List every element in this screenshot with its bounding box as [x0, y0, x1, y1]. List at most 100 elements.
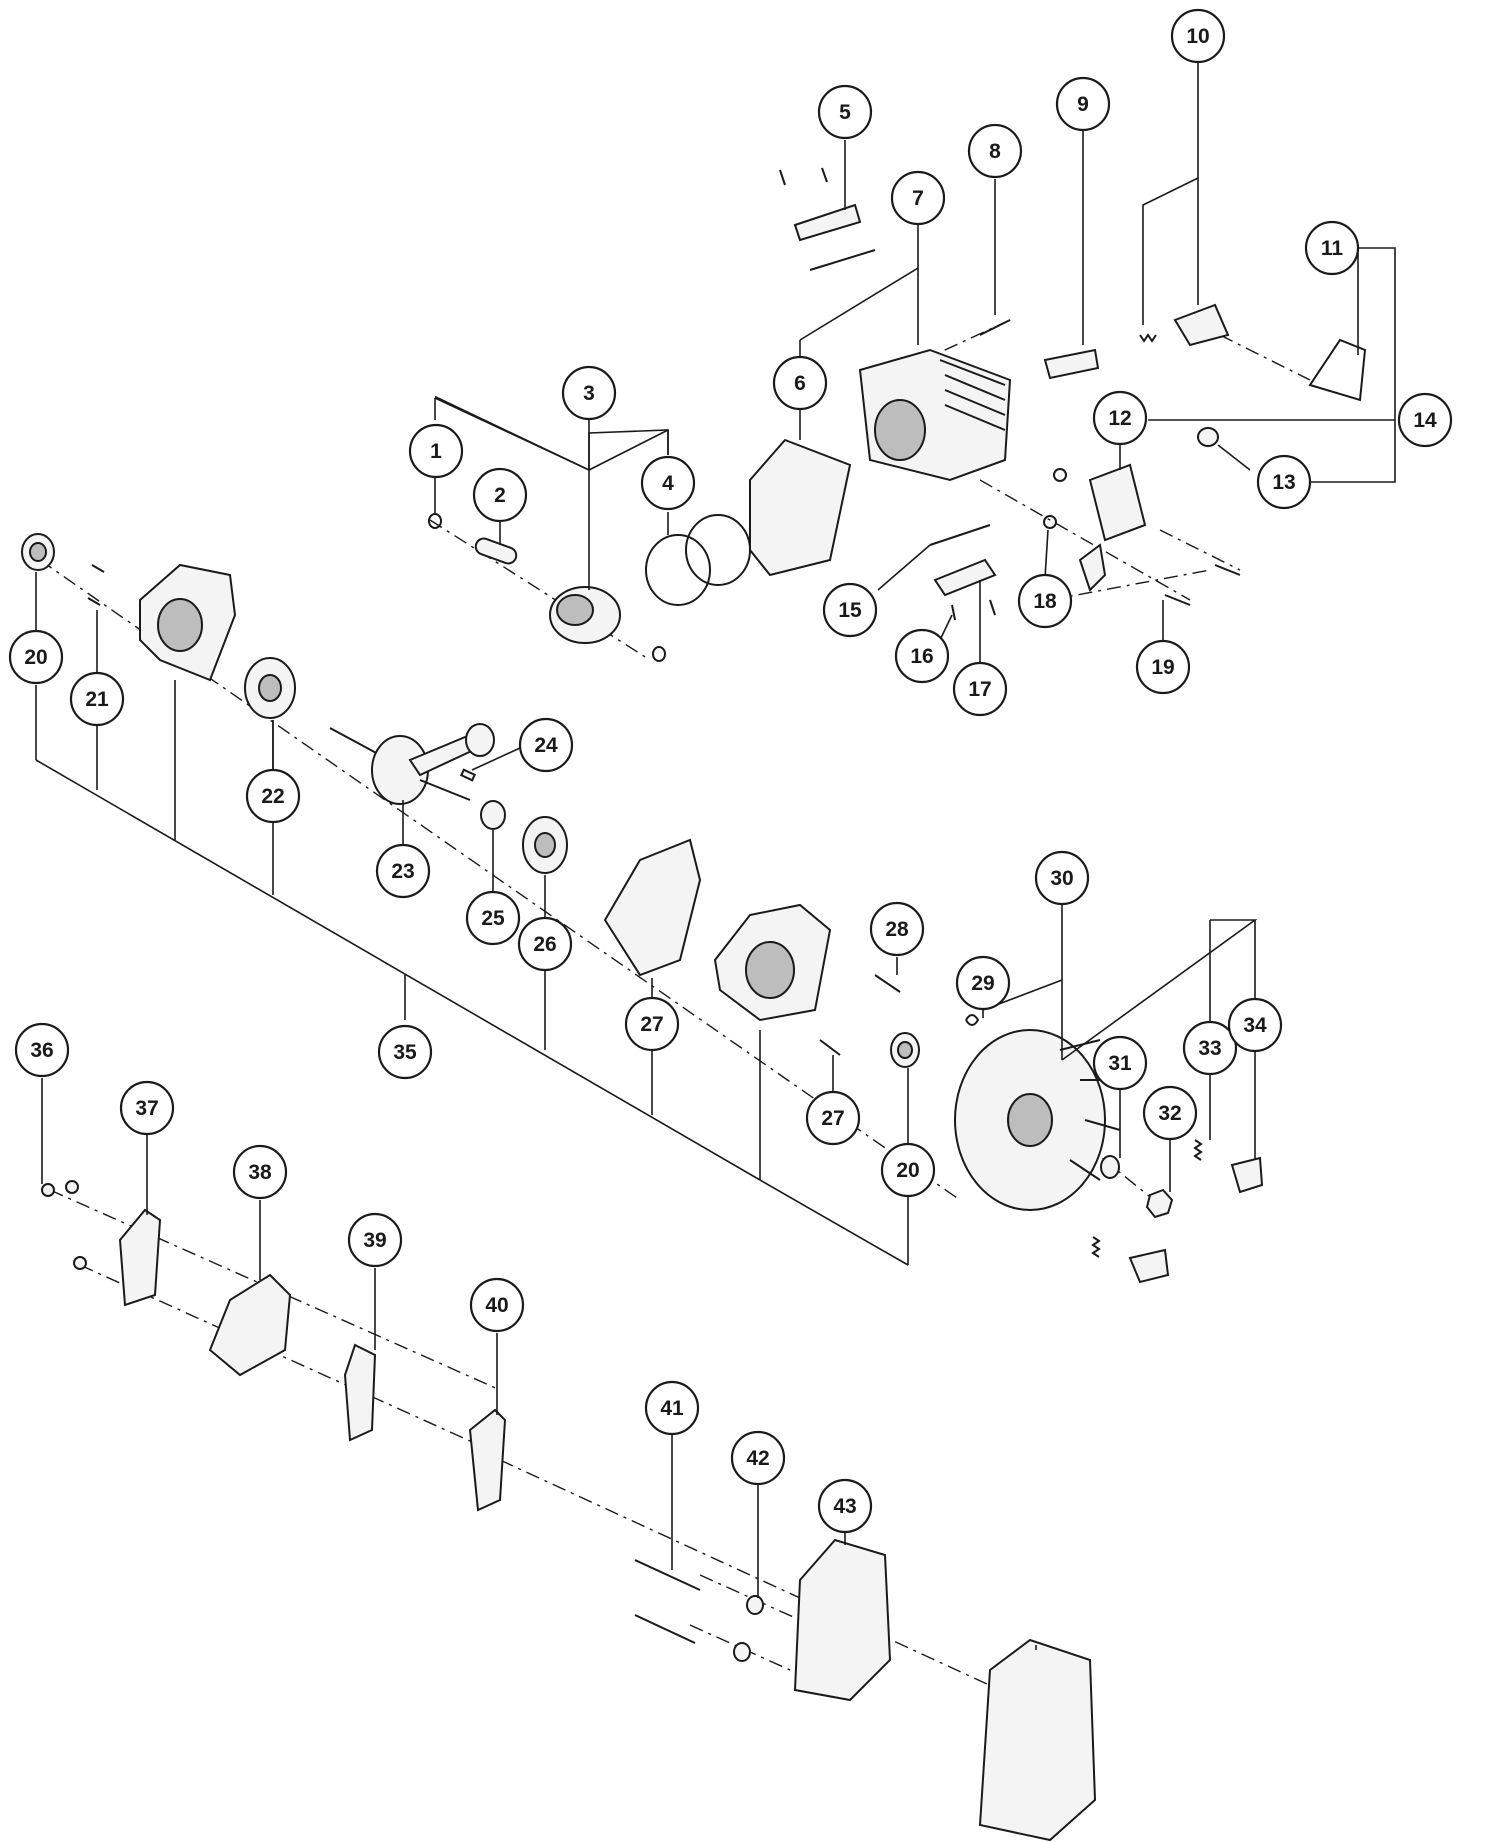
grommet: [1197, 427, 1219, 447]
callout-circle: [822, 582, 878, 638]
thrust-washer: [480, 800, 506, 830]
callout-circle: [8, 629, 64, 685]
piston-ring-1: [645, 534, 711, 606]
bolt-27-upper: [874, 974, 901, 993]
callout-12: 12: [1092, 390, 1148, 446]
oil-seal-right: [890, 1032, 920, 1068]
washer-18-upper: [1053, 468, 1067, 482]
cylinder-bolt: [979, 319, 1011, 336]
callout-17: 17: [952, 661, 1008, 717]
plug-cap: [1173, 303, 1230, 347]
callout-circle: [1182, 1020, 1238, 1076]
spark-plug: [1043, 348, 1100, 380]
callout-number: 39: [363, 1229, 386, 1252]
callout-circle: [119, 1080, 175, 1136]
callout-circle: [817, 1478, 873, 1534]
callout-16: 16: [894, 628, 950, 684]
coil-bolt: [1164, 594, 1191, 606]
callout-9: 9: [1055, 76, 1111, 132]
callout-14: 14: [1397, 392, 1453, 448]
callout-number: 6: [794, 372, 806, 395]
callout-number: 2: [494, 484, 506, 507]
screw-35b: [65, 1180, 79, 1194]
plug-cap-spring: [1139, 333, 1157, 343]
callout-3: 3: [561, 365, 617, 421]
callout-number: 17: [968, 678, 991, 701]
callout-number: 21: [85, 688, 109, 711]
callout-number: 22: [261, 785, 284, 808]
axis-flywheel-nut: [1079, 1139, 1161, 1206]
deflector-plate: [779, 167, 862, 242]
callout-20: 20: [880, 1142, 936, 1198]
callout-number: 40: [485, 1294, 508, 1317]
callout-number: 38: [248, 1161, 272, 1184]
callout-5: 5: [817, 84, 873, 140]
callout-4: 4: [640, 455, 696, 511]
callout-circle: [561, 365, 617, 421]
callout-28: 28: [869, 901, 925, 957]
callout-20: 20: [8, 629, 64, 685]
bearing-left: [244, 657, 296, 719]
screw-16: [951, 604, 956, 621]
callout-number: 26: [533, 933, 556, 956]
screw-35c: [73, 1256, 87, 1270]
callout-circle: [894, 628, 950, 684]
callout-number: 23: [391, 860, 414, 883]
callout-38: 38: [232, 1144, 288, 1200]
callout-27: 27: [624, 996, 680, 1052]
starter-pawl: [1230, 1156, 1264, 1194]
axis-intake-1: [49, 1189, 501, 1391]
spring-clip: [965, 1014, 980, 1026]
crankcase-gasket: [603, 838, 702, 977]
pawl-spring: [1193, 1139, 1203, 1161]
callout-27: 27: [805, 1090, 861, 1146]
callout-number: 31: [1108, 1052, 1132, 1075]
flywheel-washer: [1100, 1155, 1120, 1179]
callout-number: 7: [912, 187, 924, 210]
axis-piston: [429, 519, 651, 661]
woodruff-key: [459, 768, 477, 782]
screw-16b: [989, 599, 996, 616]
callout-circle: [375, 843, 431, 899]
callout-11: 11: [1304, 220, 1360, 276]
callout-number: 4: [662, 472, 674, 495]
callout-34: 34: [1227, 997, 1283, 1053]
callout-18: 18: [1017, 573, 1073, 629]
muffler: [793, 1538, 892, 1702]
axis-cylinder-bolt-2: [979, 479, 1191, 601]
crankshaft: [329, 723, 495, 805]
callout-number: 27: [821, 1107, 844, 1130]
callout-number: 30: [1050, 867, 1073, 890]
callout-circle: [1397, 392, 1453, 448]
callout-circle: [1170, 8, 1226, 64]
callout-number: 41: [660, 1397, 684, 1420]
callout-26: 26: [517, 916, 573, 972]
callout-number: 3: [583, 382, 595, 405]
callout-number: 9: [1077, 93, 1089, 116]
leader-lines: [35, 62, 1396, 1650]
callout-number: 42: [746, 1447, 769, 1470]
callout-circle: [1017, 573, 1073, 629]
callout-number: 34: [1243, 1014, 1267, 1037]
screw-35a: [41, 1183, 55, 1197]
piston-circlip-2: [652, 646, 666, 662]
piston: [549, 586, 621, 644]
callout-number: 20: [24, 646, 47, 669]
callout-circle: [869, 901, 925, 957]
intake-spacer: [343, 1343, 377, 1442]
callout-circle: [1227, 997, 1283, 1053]
piston-ring-2: [685, 514, 751, 586]
intake-insulator: [118, 1208, 162, 1307]
callout-13: 13: [1256, 454, 1312, 510]
callout-number: 12: [1108, 407, 1131, 430]
insulator-gasket: [929, 524, 991, 546]
callout-37: 37: [119, 1080, 175, 1136]
callout-number: 32: [1158, 1102, 1181, 1125]
callout-36: 36: [14, 1022, 70, 1078]
cylinder: [858, 348, 1012, 482]
pawl-spring-2: [1091, 1236, 1101, 1258]
callout-number: 15: [838, 599, 862, 622]
crankcase-left: [139, 563, 237, 682]
callout-circle: [518, 717, 574, 773]
starter-pawl-2: [1128, 1248, 1170, 1284]
